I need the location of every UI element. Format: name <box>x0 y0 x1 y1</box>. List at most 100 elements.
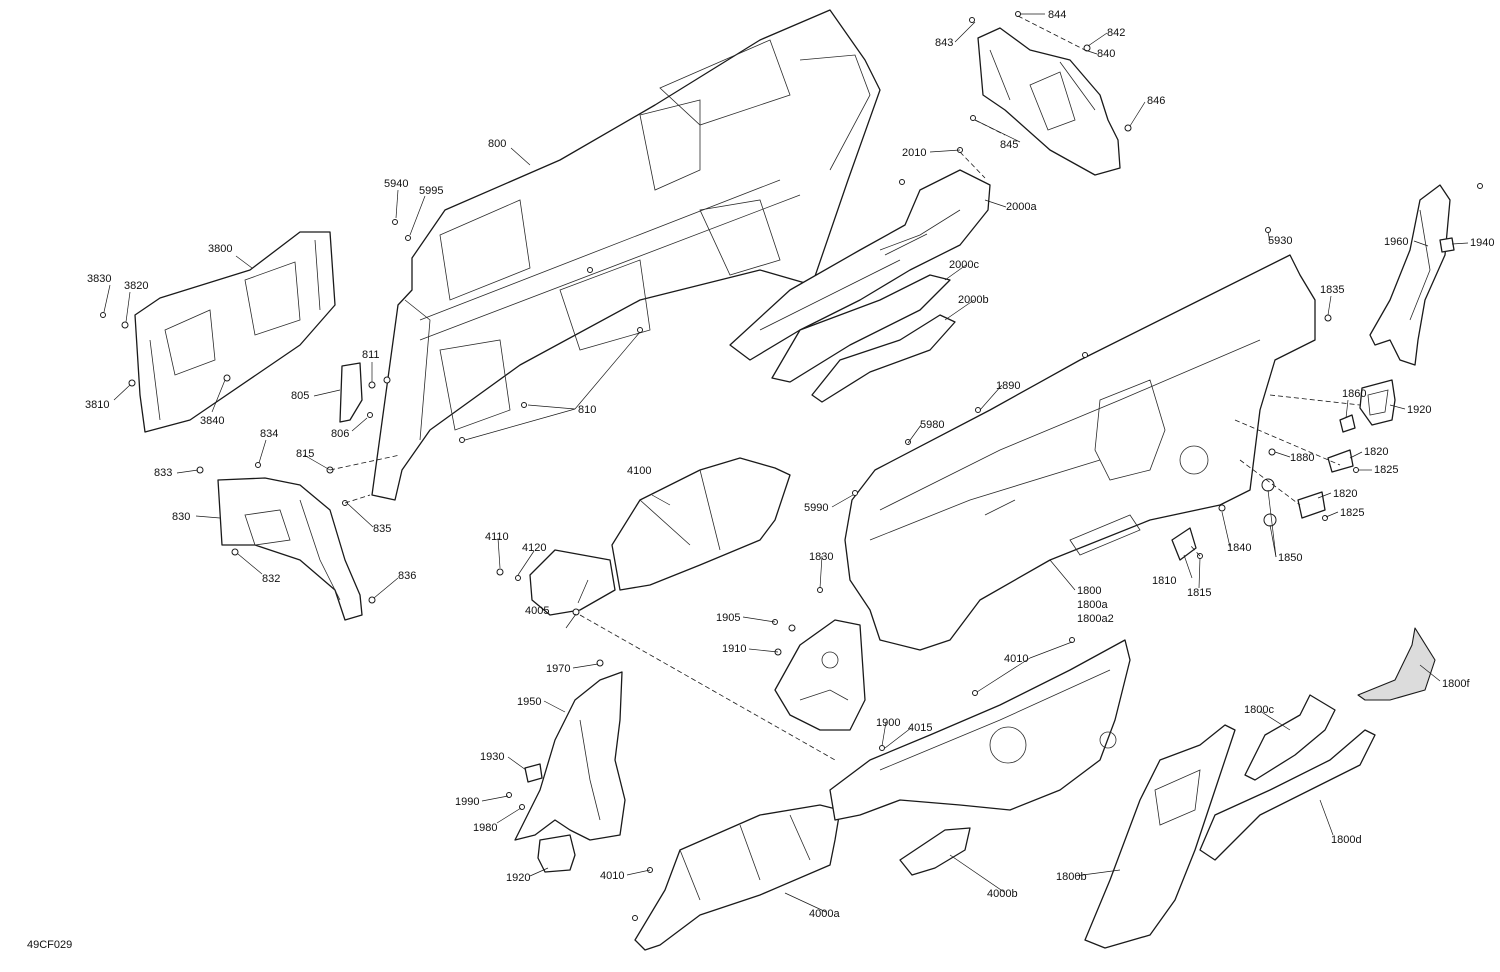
part-4000a-duct <box>634 804 841 951</box>
label-833: 833 <box>154 467 172 479</box>
label-1920-right: 1920 <box>1407 404 1431 416</box>
label-4120: 4120 <box>522 542 546 554</box>
label-1800a: 1800a <box>1077 599 1108 611</box>
label-843: 843 <box>935 37 953 49</box>
label-3800: 3800 <box>208 243 232 255</box>
label-1890: 1890 <box>996 380 1020 392</box>
label-832: 832 <box>262 573 280 585</box>
part-800-panel <box>371 9 881 501</box>
label-1800a2: 1800a2 <box>1077 613 1114 625</box>
label-4000a: 4000a <box>809 908 840 920</box>
part-830-bracket <box>217 477 363 621</box>
part-840-panel <box>977 27 1121 176</box>
part-1810-connector <box>1171 527 1197 561</box>
assembly-lines <box>329 15 1361 761</box>
part-805-plate <box>339 362 363 423</box>
label-1910: 1910 <box>722 643 746 655</box>
label-835: 835 <box>373 523 391 535</box>
label-4015: 4015 <box>908 722 932 734</box>
label-805: 805 <box>291 390 309 402</box>
label-1800f: 1800f <box>1442 678 1470 690</box>
label-846: 846 <box>1147 95 1165 107</box>
label-1810: 1810 <box>1152 575 1176 587</box>
label-1920-left: 1920 <box>506 872 530 884</box>
part-1920-left <box>537 834 576 873</box>
label-830: 830 <box>172 511 190 523</box>
part-1800b-insulation <box>1084 724 1236 949</box>
label-1970: 1970 <box>546 663 570 675</box>
label-811: 811 <box>362 349 380 361</box>
label-1980: 1980 <box>473 822 497 834</box>
label-1800c: 1800c <box>1244 704 1274 716</box>
label-1825-lower: 1825 <box>1340 507 1364 519</box>
label-2010: 2010 <box>902 147 926 159</box>
label-5980: 5980 <box>920 419 944 431</box>
part-1940-clip <box>1439 237 1455 253</box>
label-2000c: 2000c <box>949 259 979 271</box>
label-4000b: 4000b <box>987 888 1018 900</box>
label-1820-lower: 1820 <box>1333 488 1357 500</box>
part-support-bracket <box>774 619 866 731</box>
part-4100-duct <box>529 457 791 616</box>
part-1820-upper <box>1327 449 1354 473</box>
label-842: 842 <box>1107 27 1125 39</box>
part-3800-panel <box>134 231 336 433</box>
part-1850-grommets <box>1261 478 1277 527</box>
label-1880: 1880 <box>1290 452 1314 464</box>
part-1860-clip <box>1339 414 1356 433</box>
part-1920-right <box>1359 379 1396 426</box>
label-3830: 3830 <box>87 273 111 285</box>
label-806: 806 <box>331 428 349 440</box>
part-1800c-insulation <box>1244 694 1336 781</box>
label-810: 810 <box>578 404 596 416</box>
label-1930: 1930 <box>480 751 504 763</box>
part-1800f-insulation <box>1357 627 1436 701</box>
leader-lines <box>103 13 1469 913</box>
label-1835: 1835 <box>1320 284 1344 296</box>
label-5995: 5995 <box>419 185 443 197</box>
label-1800: 1800 <box>1077 585 1101 597</box>
label-5930: 5930 <box>1268 235 1292 247</box>
label-844: 844 <box>1048 9 1066 21</box>
part-1800d-insulation <box>1199 729 1376 861</box>
label-1840: 1840 <box>1227 542 1251 554</box>
label-4005: 4005 <box>525 605 549 617</box>
label-2000a: 2000a <box>1006 201 1037 213</box>
fasteners <box>100 11 1483 921</box>
label-845: 845 <box>1000 139 1018 151</box>
label-1830: 1830 <box>809 551 833 563</box>
label-1990: 1990 <box>455 796 479 808</box>
label-1800b: 1800b <box>1056 871 1087 883</box>
label-1825-upper: 1825 <box>1374 464 1398 476</box>
label-836: 836 <box>398 570 416 582</box>
label-2000b: 2000b <box>958 294 989 306</box>
label-4110: 4110 <box>485 531 509 543</box>
part-1950-bracket <box>514 671 626 841</box>
part-1930-clip <box>524 763 543 783</box>
label-1950: 1950 <box>517 696 541 708</box>
label-3840: 3840 <box>200 415 224 427</box>
document-id: 49CF029 <box>27 939 72 951</box>
label-1940: 1940 <box>1470 237 1494 249</box>
label-800: 800 <box>488 138 506 150</box>
label-1960: 1960 <box>1384 236 1408 248</box>
label-1800d: 1800d <box>1331 834 1362 846</box>
label-4010-lower: 4010 <box>600 870 624 882</box>
part-2000b-panel <box>811 314 956 403</box>
label-4010-upper: 4010 <box>1004 653 1028 665</box>
label-3820: 3820 <box>124 280 148 292</box>
label-840: 840 <box>1097 48 1115 60</box>
part-1820-lower <box>1297 491 1326 519</box>
label-3810: 3810 <box>85 399 109 411</box>
label-1905: 1905 <box>716 612 740 624</box>
label-1850: 1850 <box>1278 552 1302 564</box>
label-1820-upper: 1820 <box>1364 446 1388 458</box>
part-2000a-assembly <box>729 169 991 361</box>
label-1815: 1815 <box>1187 587 1211 599</box>
part-1800-panel <box>844 254 1316 651</box>
part-1960-bracket <box>1369 184 1451 366</box>
part-4000b-cover <box>899 827 971 876</box>
label-5940: 5940 <box>384 178 408 190</box>
label-4100: 4100 <box>627 465 651 477</box>
